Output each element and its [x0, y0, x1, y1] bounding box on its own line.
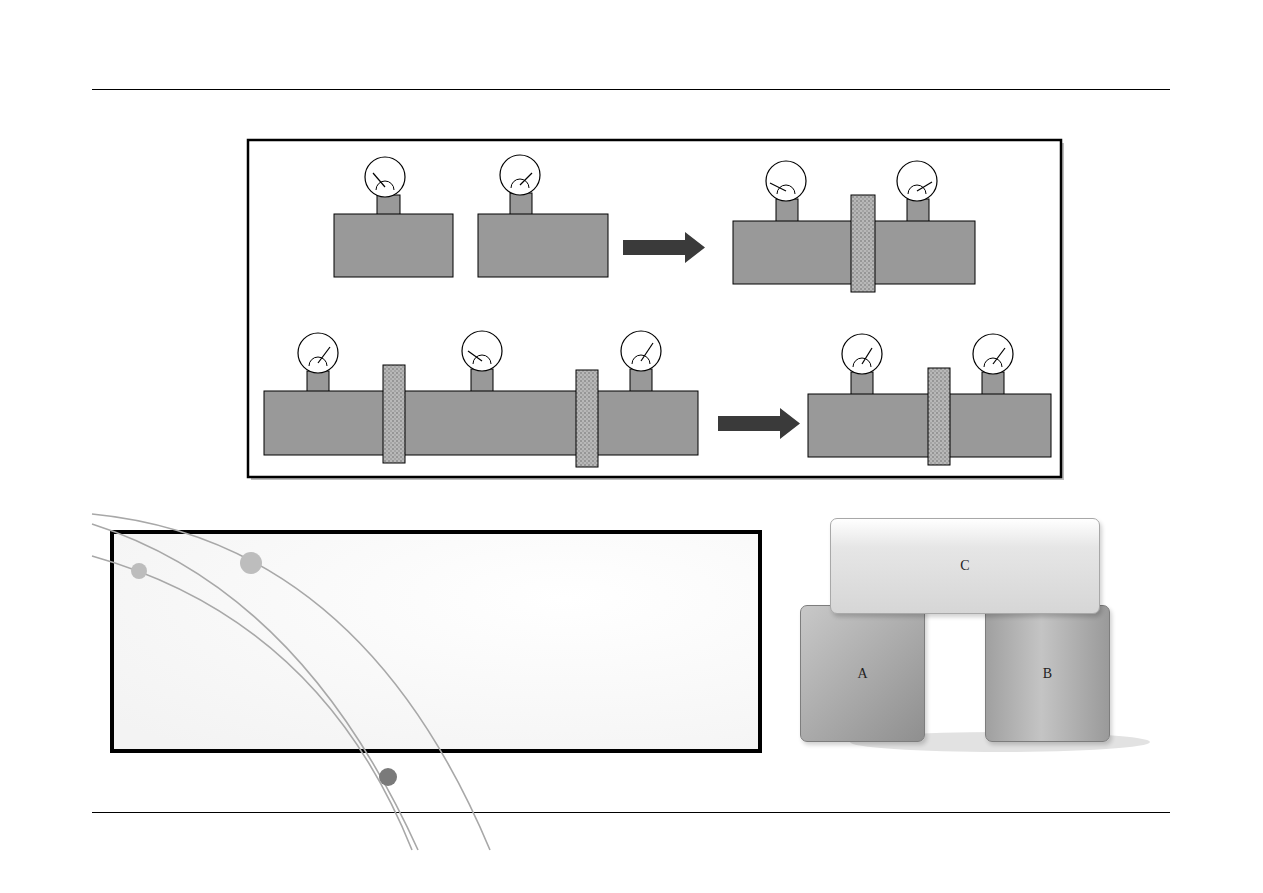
footer-rule — [92, 812, 1170, 813]
thermometer-gauge — [298, 333, 338, 373]
panel-frame — [248, 140, 1061, 477]
thermometer-gauge — [897, 161, 937, 201]
separator-bar — [383, 365, 405, 463]
block: C — [830, 518, 1100, 614]
blocks-row-1 — [334, 193, 975, 284]
process-arrow — [623, 232, 705, 263]
block: B — [985, 605, 1110, 742]
decorative-curves — [92, 514, 490, 850]
empty-frame — [112, 532, 760, 751]
thermometer-gauge — [462, 331, 502, 371]
separator-bar — [928, 368, 950, 465]
thermometer-gauge — [766, 161, 806, 201]
decorative-dot — [240, 552, 262, 574]
header-rule — [92, 89, 1170, 90]
block-label: B — [1043, 666, 1052, 681]
separator-bar — [576, 370, 598, 467]
block-label: C — [960, 558, 969, 573]
thermometer-gauge — [500, 155, 540, 195]
process-arrow — [718, 408, 800, 439]
decorative-dot — [379, 768, 397, 786]
block-label: A — [857, 666, 867, 681]
thermometer-gauge — [621, 331, 661, 371]
thermometer-gauge — [365, 157, 405, 197]
thermometer-gauge — [842, 334, 882, 374]
decorative-dot — [131, 563, 147, 579]
separator-bar — [851, 195, 875, 292]
block: A — [800, 605, 925, 742]
thermometer-gauge — [973, 334, 1013, 374]
